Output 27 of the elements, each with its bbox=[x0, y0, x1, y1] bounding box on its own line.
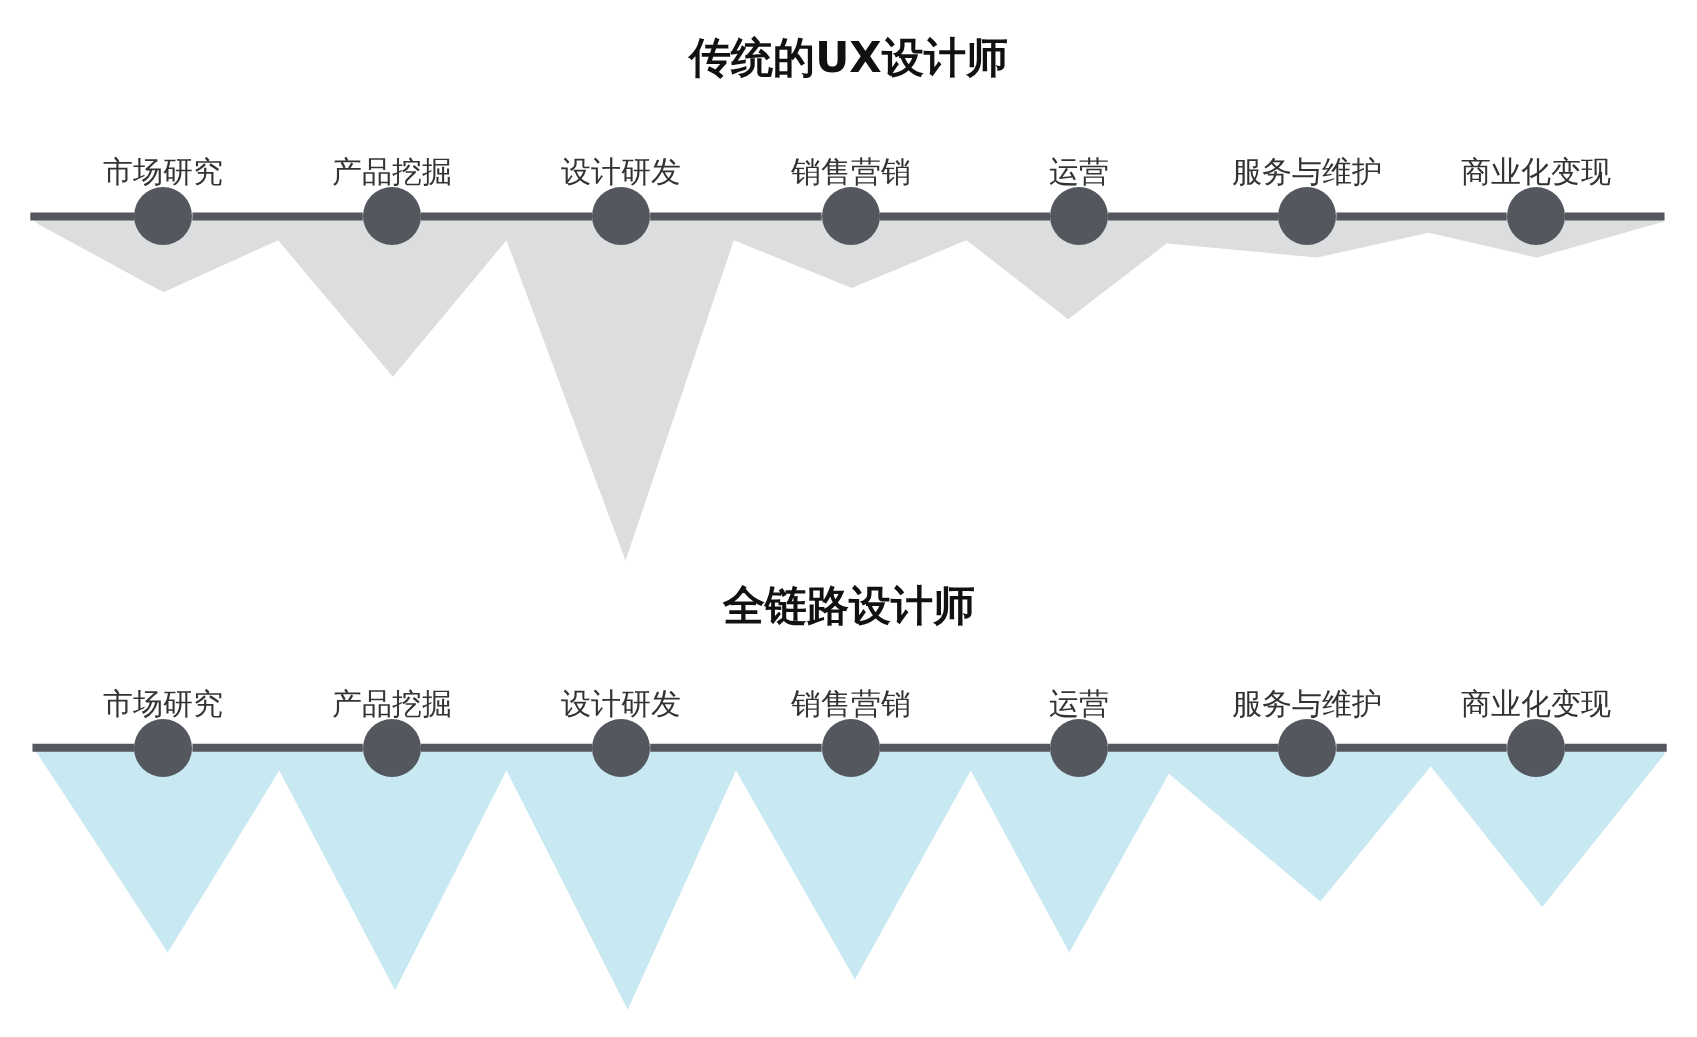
timeline-line bbox=[1108, 212, 1279, 221]
timeline-line bbox=[879, 743, 1050, 752]
stage-label: 运营 bbox=[1049, 684, 1109, 723]
stage-label: 设计研发 bbox=[561, 684, 682, 723]
timeline-line bbox=[420, 212, 593, 221]
timeline-line bbox=[650, 212, 822, 221]
stage-label: 销售营销 bbox=[790, 684, 911, 723]
timeline-line bbox=[420, 743, 593, 752]
stage-label: 产品挖掘 bbox=[331, 153, 452, 192]
stage-label: 销售营销 bbox=[790, 153, 911, 192]
stage-label: 产品挖掘 bbox=[331, 684, 452, 723]
stage-label: 市场研究 bbox=[103, 684, 224, 723]
section-heading: 全链路设计师 bbox=[722, 580, 975, 632]
title: 传统的UX设计师 bbox=[689, 32, 1008, 84]
stage-label: 市场研究 bbox=[103, 153, 224, 192]
stage-label: 商业化变现 bbox=[1460, 684, 1611, 723]
timeline-line bbox=[879, 212, 1050, 221]
stage-label: 设计研发 bbox=[561, 153, 682, 192]
stage-label: 运营 bbox=[1049, 153, 1109, 192]
stage-label: 服务与维护 bbox=[1232, 153, 1383, 192]
stage-label: 商业化变现 bbox=[1460, 153, 1611, 192]
timeline-line bbox=[1336, 743, 1507, 752]
stage-label: 服务与维护 bbox=[1232, 684, 1383, 723]
timeline-line bbox=[192, 743, 363, 752]
timeline-line bbox=[1108, 743, 1279, 752]
timeline-line bbox=[1336, 212, 1507, 221]
timeline-line bbox=[192, 212, 363, 221]
